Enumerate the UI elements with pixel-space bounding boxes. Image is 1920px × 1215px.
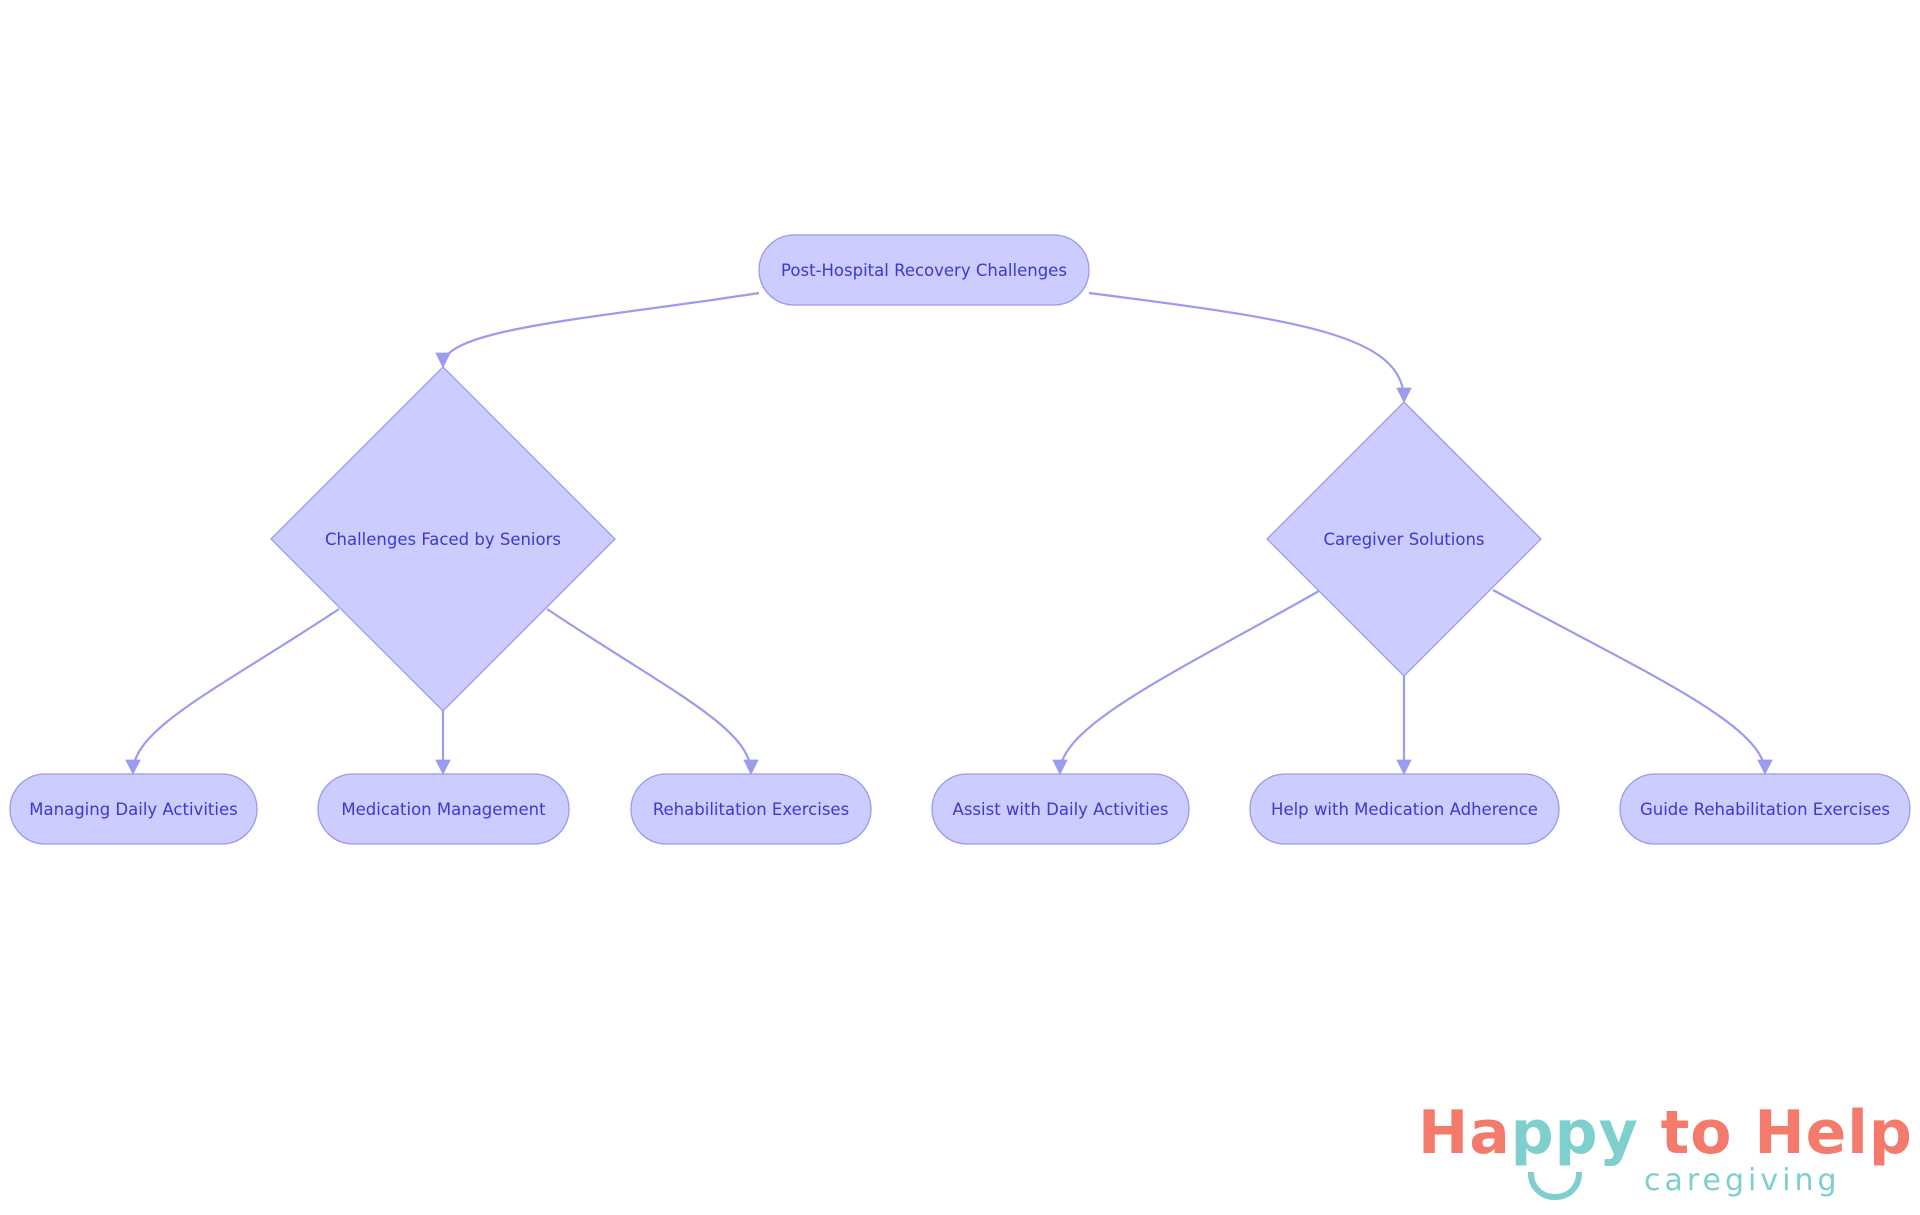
logo-subtitle: caregiving	[1644, 1163, 1841, 1198]
node-label: Medication Management	[341, 800, 546, 819]
node-caregiver-solutions[interactable]: Caregiver Solutions	[1266, 401, 1542, 677]
node-label: Guide Rehabilitation Exercises	[1640, 800, 1890, 819]
node-label: Challenges Faced by Seniors	[325, 530, 561, 549]
edge-root-solutions	[1088, 291, 1412, 404]
node-help-with-medication-adherence[interactable]: Help with Medication Adherence	[1249, 773, 1560, 845]
edge-solutions-daily	[1052, 590, 1320, 776]
node-root[interactable]: Post-Hospital Recovery Challenges	[758, 234, 1090, 306]
edge-challenges-daily	[125, 608, 340, 776]
edge-challenges-rehab	[546, 608, 759, 776]
node-managing-daily-activities[interactable]: Managing Daily Activities	[9, 773, 258, 845]
node-guide-rehabilitation-exercises[interactable]: Guide Rehabilitation Exercises	[1619, 773, 1911, 845]
logo-text: ppy	[1510, 1098, 1639, 1168]
smile-icon	[1528, 1172, 1582, 1200]
happy-to-help-logo: Happy to Help caregiving	[1418, 1098, 1912, 1208]
node-challenges-faced-by-seniors[interactable]: Challenges Faced by Seniors	[270, 366, 616, 712]
edge-solutions-rehab	[1492, 589, 1773, 776]
node-label: Caregiver Solutions	[1323, 530, 1484, 549]
edges	[125, 291, 1773, 776]
node-label: Rehabilitation Exercises	[653, 800, 849, 819]
node-medication-management[interactable]: Medication Management	[317, 773, 570, 845]
node-assist-with-daily-activities[interactable]: Assist with Daily Activities	[931, 773, 1190, 845]
node-rehabilitation-exercises[interactable]: Rehabilitation Exercises	[630, 773, 872, 845]
node-label: Assist with Daily Activities	[953, 800, 1169, 819]
node-label: Post-Hospital Recovery Challenges	[781, 261, 1067, 280]
node-label: Help with Medication Adherence	[1271, 800, 1538, 819]
edge-root-challenges	[435, 291, 760, 369]
logo-text: Ha	[1418, 1098, 1511, 1168]
logo-wordmark: Happy to Help	[1418, 1098, 1913, 1168]
node-label: Managing Daily Activities	[29, 800, 237, 819]
logo-text: to Help	[1638, 1098, 1913, 1168]
